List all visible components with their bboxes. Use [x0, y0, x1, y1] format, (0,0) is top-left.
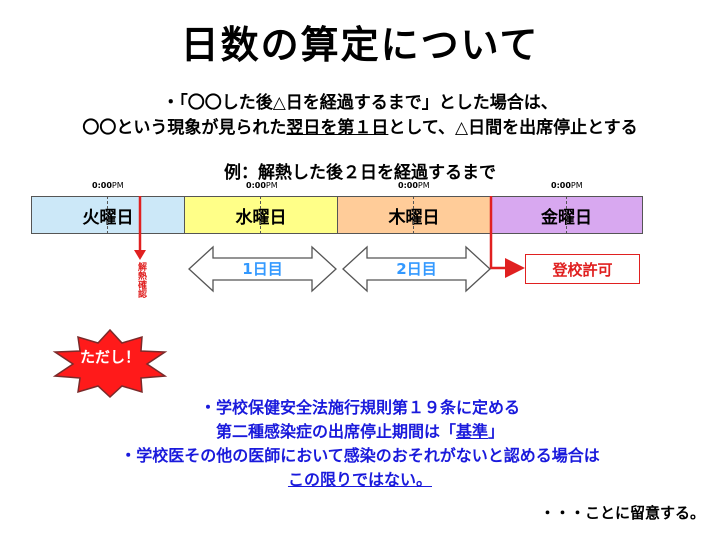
midnight-line-wednesday [260, 196, 261, 234]
however-starburst [52, 328, 168, 399]
intro-line-2-part-c: として、△日間を出席停止とする [388, 118, 638, 138]
time-label-wednesday: 0:00PM [246, 181, 278, 190]
closing-remark: ・・・ことに留意する。 [540, 504, 706, 522]
day-wednesday-label: 水曜日 [235, 207, 287, 228]
intro-line-2-underlined: 翌日を第１日 [286, 118, 389, 138]
time-label-tuesday: 0:00PM [92, 181, 124, 190]
day2-label: 2日目 [396, 260, 437, 278]
intro-line-1: ・「〇〇した後△日を経過するまで」とした場合は、 [162, 93, 558, 113]
day-thursday-label: 木曜日 [388, 207, 440, 228]
intro-line-2: 〇〇という現象が見られた翌日を第１日として、△日間を出席停止とする [0, 113, 720, 138]
example-heading: 例：解熱した後２日を経過するまで [224, 163, 496, 183]
time-label-friday: 0:00PM [551, 181, 583, 190]
time-label-thursday: 0:00PM [398, 181, 430, 190]
note-line-3: ・学校医その他の医師において感染のおそれがないと認める場合は [120, 446, 600, 465]
note-line-2-part-c: 」 [488, 422, 505, 441]
midnight-line-thursday [413, 196, 414, 234]
however-label: ただし！ [79, 348, 140, 366]
day2-double-arrow [342, 245, 491, 293]
page-title: 日数の算定について [180, 23, 540, 67]
day-wednesday: 水曜日 [184, 196, 338, 234]
fever-confirm-arrowhead [134, 250, 146, 260]
note-line-2-underlined: 基準 [455, 422, 488, 441]
fever-confirm-label: 解熱確認 [136, 262, 146, 298]
school-permit-box: 登校許可 [525, 254, 640, 284]
note-line-2: 第二種感染症の出席停止期間は「基準」 [0, 418, 720, 442]
note-line-4: この限りではない。 [0, 466, 720, 490]
permit-line [489, 196, 525, 278]
school-permit-label: 登校許可 [552, 260, 613, 279]
note-line-4-underlined: この限りではない。 [287, 470, 432, 489]
day1-label: 1日目 [242, 260, 283, 278]
day-thursday: 木曜日 [337, 196, 491, 234]
intro-line-2-part-a: 〇〇という現象が見られた [82, 118, 287, 138]
midnight-line-tuesday [107, 196, 108, 234]
midnight-line-friday [566, 196, 567, 234]
note-line-1: ・学校保健安全法施行規則第１９条に定める [199, 398, 520, 417]
day1-double-arrow [188, 245, 337, 293]
day-tuesday-label: 火曜日 [82, 207, 134, 228]
note-line-2-part-a: 第二種感染症の出席停止期間は「 [215, 422, 456, 441]
